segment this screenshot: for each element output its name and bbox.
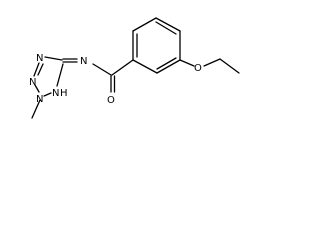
bond-ether-o-ch2 bbox=[203, 58, 221, 67]
bond-amide-n-carbonyl-c bbox=[92, 63, 112, 76]
bond-benzene-5-6 bbox=[156, 59, 181, 74]
bond-ring-n-left-n-methyl bbox=[34, 84, 40, 93]
atom-label-amide-n: N bbox=[80, 56, 87, 67]
atom-label-n-ring-methyl: N bbox=[36, 94, 43, 105]
bond-benzene-5-6-inner bbox=[156, 57, 177, 70]
atom-label-n-ring-top: N bbox=[36, 53, 43, 64]
bond-n-methyl bbox=[31, 99, 41, 119]
chemical-structure-diagram: N N N N H N O O bbox=[29, 17, 240, 119]
atom-label-nh-hydrogen: H bbox=[60, 88, 68, 99]
atom-label-n-ring-left: N bbox=[29, 77, 36, 88]
bond-benzene-3-4 bbox=[155, 17, 181, 32]
bond-ch2-ch3 bbox=[219, 58, 240, 74]
atom-label-n-ring-nh: N bbox=[52, 88, 59, 99]
bond-benzene-3-4-inner bbox=[155, 21, 177, 35]
bond-carbonyl-c-ring bbox=[111, 59, 134, 76]
bond-benzene-6-1 bbox=[132, 59, 158, 74]
bond-ring-n-top-n-left-double bbox=[37, 63, 44, 76]
bond-ring-n-top-n-left bbox=[33, 62, 40, 77]
bond-ring-n-top-c bbox=[44, 56, 63, 61]
atom-labels: N N N N H N O O bbox=[29, 53, 202, 106]
bond-ring-ether-o bbox=[179, 59, 195, 67]
bond-ring-n-methyl-n-h bbox=[43, 92, 52, 97]
bond-benzene-2-3 bbox=[132, 17, 157, 32]
bond-lines bbox=[31, 17, 240, 119]
bond-ring-n-h-c bbox=[56, 63, 64, 87]
atom-label-ether-o: O bbox=[194, 63, 202, 74]
atom-label-carbonyl-o: O bbox=[107, 95, 115, 106]
